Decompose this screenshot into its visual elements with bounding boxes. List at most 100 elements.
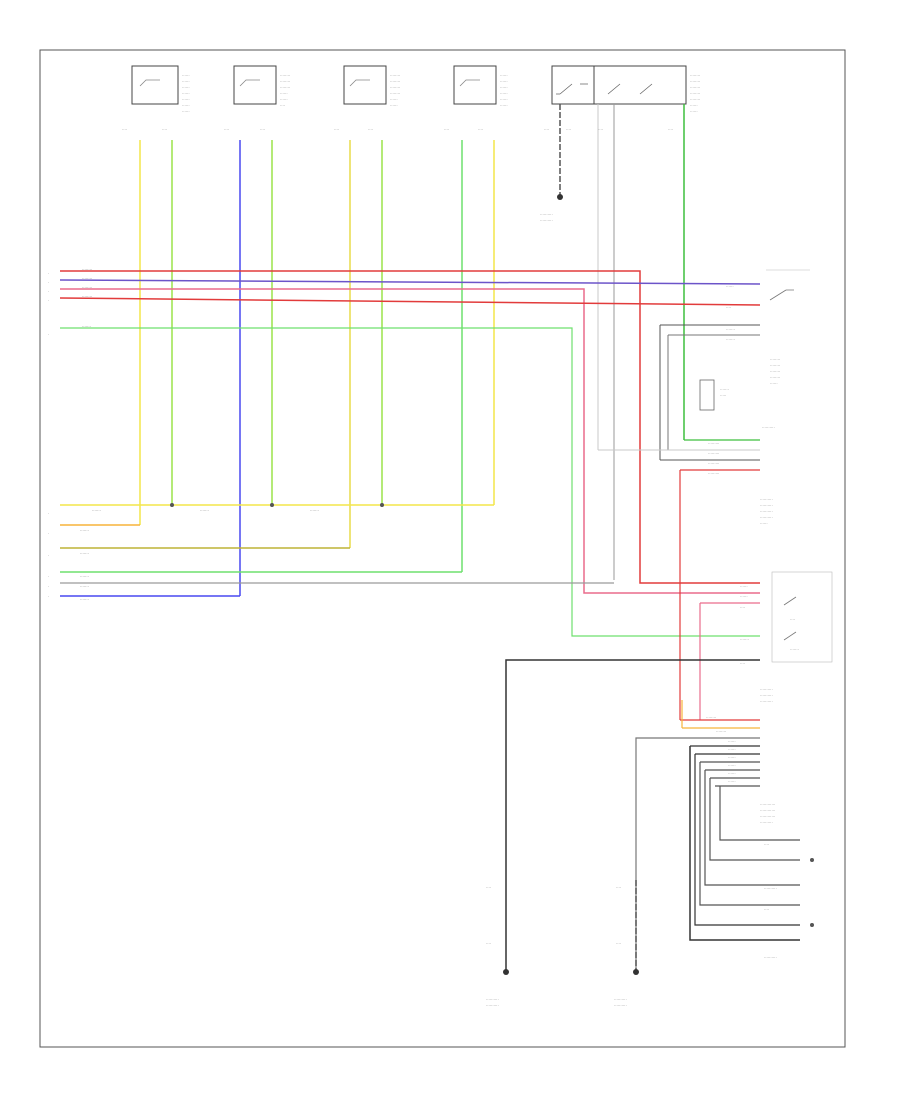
svg-text:......: ...... — [500, 72, 508, 77]
svg-text:........: ........ — [690, 96, 700, 101]
svg-text:....: .... — [486, 940, 491, 945]
svg-text:......: ...... — [728, 762, 736, 767]
svg-text:....: .... — [668, 126, 673, 131]
svg-text:..........: .......... — [486, 1002, 499, 1007]
svg-text:..........: .......... — [764, 954, 777, 959]
svg-text:......: ...... — [770, 380, 778, 385]
svg-text:......: ...... — [182, 96, 190, 101]
svg-text:.......: ....... — [726, 336, 735, 341]
svg-text:..........: .......... — [760, 514, 773, 519]
svg-text:.: . — [48, 297, 49, 302]
svg-text:......: ...... — [500, 96, 508, 101]
right-connector-block-1: ....... ....... ....... ..... ........ .… — [659, 324, 780, 460]
svg-text:....: .... — [444, 126, 449, 131]
svg-text:............: ............ — [760, 801, 775, 806]
svg-text:....: .... — [162, 126, 167, 131]
svg-text:.........: ......... — [708, 470, 719, 475]
svg-text:........: ........ — [770, 368, 780, 373]
svg-text:........: ........ — [706, 714, 716, 719]
svg-text:.......: ....... — [200, 507, 209, 512]
svg-text:......: ...... — [726, 283, 734, 288]
svg-text:....: .... — [478, 126, 483, 131]
svg-text:....: .... — [224, 126, 229, 131]
svg-text:.: . — [48, 573, 49, 578]
svg-text:....: .... — [566, 126, 571, 131]
svg-text:....: .... — [616, 884, 621, 889]
svg-text:......: ...... — [740, 583, 748, 588]
svg-text:......: ...... — [280, 96, 288, 101]
svg-text:........: ........ — [390, 90, 400, 95]
svg-text:......: ...... — [182, 72, 190, 77]
switch-component-1 — [551, 65, 595, 105]
ground-top: .......... .......... — [540, 104, 563, 222]
svg-text:.: . — [48, 583, 49, 588]
svg-text:..........: .......... — [614, 996, 627, 1001]
svg-text:..........: .......... — [760, 502, 773, 507]
svg-text:.......: ....... — [80, 527, 89, 532]
svg-text:......: ...... — [500, 90, 508, 95]
svg-text:....: .... — [740, 604, 745, 609]
svg-text:.......: ....... — [80, 583, 89, 588]
svg-text:....: .... — [764, 906, 769, 911]
svg-text:........: ........ — [690, 84, 700, 89]
svg-text:......: ...... — [728, 754, 736, 759]
svg-text:......: ...... — [690, 108, 698, 113]
svg-text:........: ........ — [770, 362, 780, 367]
svg-text:....: .... — [790, 616, 795, 621]
svg-text:.......: ....... — [726, 326, 735, 331]
svg-text:........: ........ — [82, 266, 92, 271]
svg-text:..........: .......... — [762, 424, 775, 429]
svg-text:..........: .......... — [540, 211, 553, 216]
svg-text:.....: ..... — [720, 392, 726, 397]
svg-text:....: .... — [260, 126, 265, 131]
svg-text:............: ............ — [760, 807, 775, 812]
svg-text:..........: .......... — [760, 698, 773, 703]
svg-text:..........: .......... — [760, 508, 773, 513]
bus-wires — [59, 270, 761, 637]
svg-text:......: ...... — [182, 108, 190, 113]
svg-text:.: . — [48, 530, 49, 535]
svg-text:........: ........ — [390, 72, 400, 77]
svg-text:..........: .......... — [764, 885, 777, 890]
bus-wire-labels: ........ ........ ........ ........ ....… — [48, 266, 92, 336]
svg-text:........: ........ — [690, 90, 700, 95]
svg-text:.: . — [48, 270, 49, 275]
svg-text:........: ........ — [770, 356, 780, 361]
ground-bottom-left: .... .... .......... .......... — [486, 880, 509, 1007]
svg-text:..........: .......... — [760, 692, 773, 697]
svg-text:..........: .......... — [760, 819, 773, 824]
svg-text:......: ...... — [390, 96, 398, 101]
svg-text:....: .... — [598, 126, 603, 131]
svg-text:......: ...... — [182, 78, 190, 83]
svg-text:.......: ....... — [720, 386, 729, 391]
svg-text:.: . — [48, 510, 49, 515]
svg-text:....: .... — [764, 841, 769, 846]
wire-black-1 — [505, 659, 760, 970]
svg-text:..........: .......... — [760, 686, 773, 691]
svg-text:....: .... — [740, 660, 745, 665]
bottom-connector-block: ........ ........ ...... ...... ...... .… — [635, 700, 814, 970]
svg-text:........: ........ — [690, 72, 700, 77]
svg-text:..........: .......... — [486, 996, 499, 1001]
svg-text:..........: .......... — [760, 496, 773, 501]
switch-top-right: ...... .... — [726, 269, 810, 309]
svg-text:....: .... — [334, 126, 339, 131]
svg-text:....: .... — [368, 126, 373, 131]
svg-text:....: .... — [280, 102, 285, 107]
svg-text:.........: ......... — [708, 460, 719, 465]
svg-text:........: ........ — [690, 78, 700, 83]
svg-text:.......: ....... — [80, 550, 89, 555]
diagram-frame — [39, 49, 846, 1048]
svg-text:......: ...... — [760, 520, 768, 525]
svg-text:.......: ....... — [82, 323, 91, 328]
svg-text:......: ...... — [690, 102, 698, 107]
svg-text:........: ........ — [390, 78, 400, 83]
svg-text:.......: ....... — [790, 646, 799, 651]
svg-text:........: ........ — [82, 284, 92, 289]
svg-text:......: ...... — [500, 84, 508, 89]
svg-text:.: . — [48, 331, 49, 336]
svg-text:.: . — [48, 288, 49, 293]
svg-text:....: .... — [616, 940, 621, 945]
svg-text:....: .... — [486, 884, 491, 889]
